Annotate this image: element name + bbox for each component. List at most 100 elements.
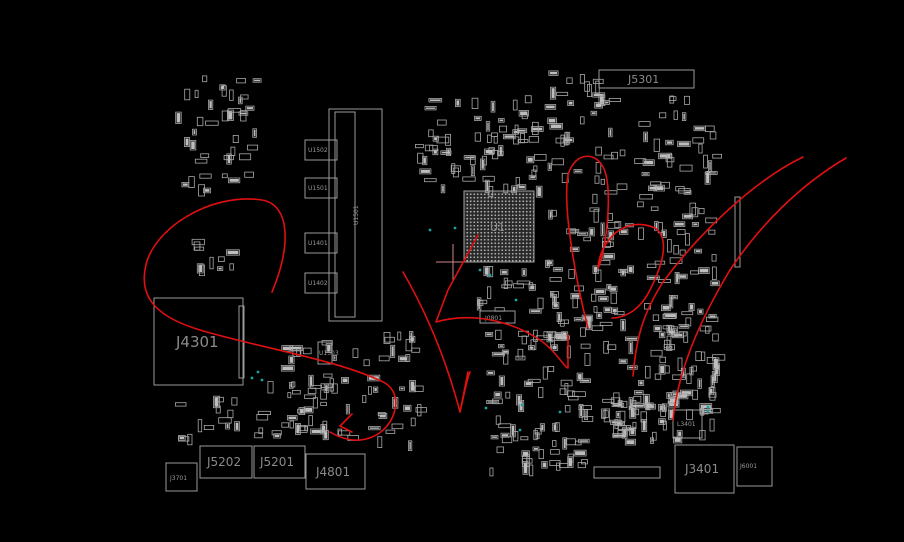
smd-part[interactable] xyxy=(428,98,443,103)
smd-part[interactable] xyxy=(526,156,535,164)
smd-part[interactable] xyxy=(620,319,626,332)
smd-part[interactable] xyxy=(659,331,666,339)
smd-part[interactable] xyxy=(645,365,651,379)
smd-part[interactable] xyxy=(500,432,510,438)
smd-part[interactable] xyxy=(691,207,699,218)
smd-part[interactable] xyxy=(631,403,645,409)
smd-part[interactable] xyxy=(320,389,327,400)
smd-part[interactable] xyxy=(599,321,613,326)
smd-part[interactable] xyxy=(547,162,552,171)
smd-part[interactable] xyxy=(494,307,505,312)
smd-part[interactable] xyxy=(664,365,670,374)
smd-part[interactable] xyxy=(556,462,561,471)
smd-part[interactable] xyxy=(706,316,719,323)
smd-part[interactable] xyxy=(502,133,516,140)
smd-part[interactable] xyxy=(175,111,182,124)
smd-part[interactable] xyxy=(496,446,504,454)
smd-part[interactable] xyxy=(483,265,491,277)
smd-part[interactable] xyxy=(594,288,606,295)
smd-part[interactable] xyxy=(304,394,316,399)
chip-u1501[interactable]: U1501 xyxy=(304,177,338,199)
smd-part[interactable] xyxy=(484,331,494,337)
smd-part[interactable] xyxy=(686,373,692,384)
smd-part[interactable] xyxy=(307,387,317,395)
smd-part[interactable] xyxy=(567,456,574,468)
smd-part[interactable] xyxy=(560,134,565,147)
smd-part[interactable] xyxy=(578,405,592,411)
smd-part[interactable] xyxy=(712,333,719,342)
smd-part[interactable] xyxy=(422,155,428,166)
smd-part[interactable] xyxy=(611,151,618,160)
smd-part[interactable] xyxy=(521,458,533,464)
smd-part[interactable] xyxy=(633,395,642,403)
smd-part[interactable] xyxy=(603,408,611,423)
smd-part[interactable] xyxy=(390,344,396,358)
smd-part[interactable] xyxy=(529,464,534,477)
connector-j4801[interactable]: J4801 xyxy=(305,453,366,490)
smd-part[interactable] xyxy=(643,131,648,143)
smd-part[interactable] xyxy=(552,302,560,309)
smd-part[interactable] xyxy=(691,365,698,372)
smd-part[interactable] xyxy=(654,221,659,231)
smd-part[interactable] xyxy=(699,430,706,441)
connector-j5201[interactable]: J5201 xyxy=(253,445,306,479)
smd-part[interactable] xyxy=(669,96,677,101)
smd-part[interactable] xyxy=(642,159,655,166)
smd-part[interactable] xyxy=(178,435,186,441)
smd-part[interactable] xyxy=(498,125,507,133)
smd-part[interactable] xyxy=(189,139,197,151)
smd-part[interactable] xyxy=(480,158,486,171)
smd-part[interactable] xyxy=(614,221,622,228)
smd-part[interactable] xyxy=(302,347,312,355)
smd-part[interactable] xyxy=(399,386,405,391)
smd-part[interactable] xyxy=(291,389,301,395)
smd-part[interactable] xyxy=(407,440,413,451)
smd-part[interactable] xyxy=(477,300,484,306)
smd-part[interactable] xyxy=(593,209,599,223)
smd-part[interactable] xyxy=(517,128,528,134)
smd-part[interactable] xyxy=(513,283,525,289)
smd-part[interactable] xyxy=(352,348,359,358)
smd-part[interactable] xyxy=(495,415,501,425)
smd-part[interactable] xyxy=(708,313,717,319)
smd-part[interactable] xyxy=(202,75,208,83)
smd-part[interactable] xyxy=(673,244,679,255)
smd-part[interactable] xyxy=(658,418,666,425)
smd-part[interactable] xyxy=(524,380,534,387)
smd-part[interactable] xyxy=(503,277,508,290)
smd-part[interactable] xyxy=(505,391,511,399)
smd-part[interactable] xyxy=(410,417,416,427)
smd-part[interactable] xyxy=(205,120,219,126)
smd-part[interactable] xyxy=(535,185,543,198)
smd-part[interactable] xyxy=(567,100,575,107)
smd-part[interactable] xyxy=(498,118,505,123)
smd-part[interactable] xyxy=(528,174,537,180)
smd-part[interactable] xyxy=(662,420,667,431)
smd-part[interactable] xyxy=(226,249,240,256)
smd-part[interactable] xyxy=(712,266,717,281)
smd-part[interactable] xyxy=(705,125,715,132)
smd-part[interactable] xyxy=(217,396,224,403)
smd-part[interactable] xyxy=(297,408,306,414)
smd-part[interactable] xyxy=(699,403,713,410)
smd-part[interactable] xyxy=(650,349,663,357)
smd-part[interactable] xyxy=(693,125,706,132)
smd-part[interactable] xyxy=(700,407,705,416)
smd-part[interactable] xyxy=(226,109,234,121)
smd-part[interactable] xyxy=(672,332,684,339)
smd-part[interactable] xyxy=(397,331,402,341)
smd-part[interactable] xyxy=(385,429,396,434)
smd-part[interactable] xyxy=(532,446,540,452)
chip-u1-bga[interactable]: U1 xyxy=(436,190,535,280)
smd-part[interactable] xyxy=(203,187,211,194)
smd-part[interactable] xyxy=(673,110,678,120)
smd-part[interactable] xyxy=(403,404,412,412)
smd-part[interactable] xyxy=(703,154,708,169)
smd-part[interactable] xyxy=(638,121,651,127)
smd-part[interactable] xyxy=(188,176,195,188)
smd-part[interactable] xyxy=(603,340,610,354)
smd-part[interactable] xyxy=(650,181,661,186)
smd-part[interactable] xyxy=(484,179,490,193)
smd-part[interactable] xyxy=(551,158,564,166)
smd-part[interactable] xyxy=(482,175,495,182)
